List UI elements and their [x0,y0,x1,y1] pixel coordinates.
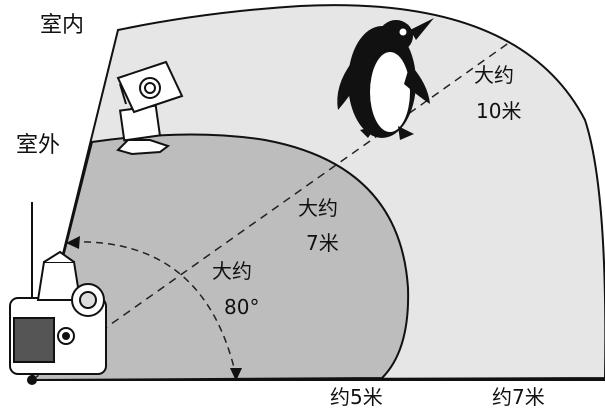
penguin-icon [337,18,434,140]
label-axis-5m: 约5米 [330,385,383,409]
label-angle-line2: 80° [224,295,259,319]
arc-arrow-left [66,236,80,249]
label-angle-line1: 大约 [212,259,252,283]
label-about-10m-line1: 大约 [474,63,514,87]
label-about-7m-line1: 大约 [298,196,338,220]
label-about-7m-line2: 7米 [306,231,339,255]
label-indoor: 室内 [40,13,84,38]
outdoor-range-area [30,133,410,382]
coverage-angle-arc [71,241,237,377]
camera-icon [9,250,107,385]
label-outdoor: 室外 [16,133,60,158]
flash-unit-icon [116,60,184,156]
label-about-10m-line2: 10米 [476,99,521,123]
arc-arrow-bottom [230,368,242,381]
label-axis-7m: 约7米 [492,385,545,409]
